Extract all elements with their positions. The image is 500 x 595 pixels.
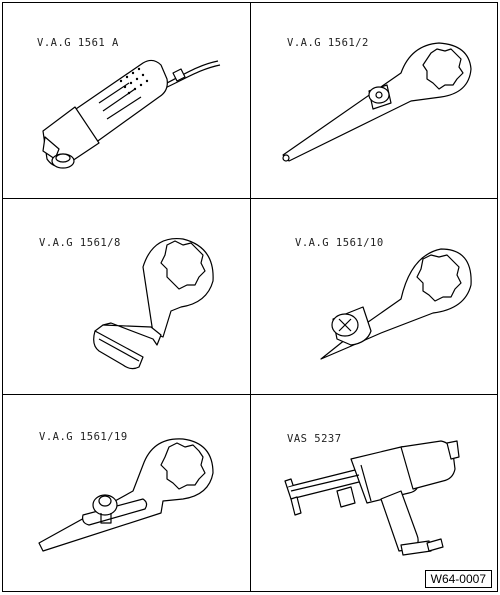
tool-cell-vag-1561-10: V.A.G 1561/10 <box>250 198 498 395</box>
figure-reference: W64-0007 <box>424 570 492 588</box>
tool-cell-vag-1561-8: V.A.G 1561/8 <box>2 198 251 395</box>
cutter-blade-slotted-icon <box>3 395 252 593</box>
tool-label: V.A.G 1561/10 <box>295 237 384 249</box>
pneumatic-cartridge-gun-icon <box>251 395 499 593</box>
long-cutter-blade-icon <box>251 3 499 200</box>
tool-label: V.A.G 1561 A <box>37 37 119 49</box>
cutter-blade-icon <box>251 199 499 396</box>
tool-cell-vag-1561-2: V.A.G 1561/2 <box>250 2 498 199</box>
tool-label: VAS 5237 <box>287 433 342 445</box>
tool-cell-vas-5237: VAS 5237 <box>250 394 498 592</box>
electric-drive-icon <box>3 3 252 200</box>
tool-cell-vag-1561-a: V.A.G 1561 A <box>2 2 251 199</box>
tool-label: V.A.G 1561/19 <box>39 431 128 443</box>
tool-cell-vag-1561-19: V.A.G 1561/19 <box>2 394 251 592</box>
tool-label: V.A.G 1561/8 <box>39 237 121 249</box>
angled-cutter-blade-icon <box>3 199 252 396</box>
tool-label: V.A.G 1561/2 <box>287 37 369 49</box>
